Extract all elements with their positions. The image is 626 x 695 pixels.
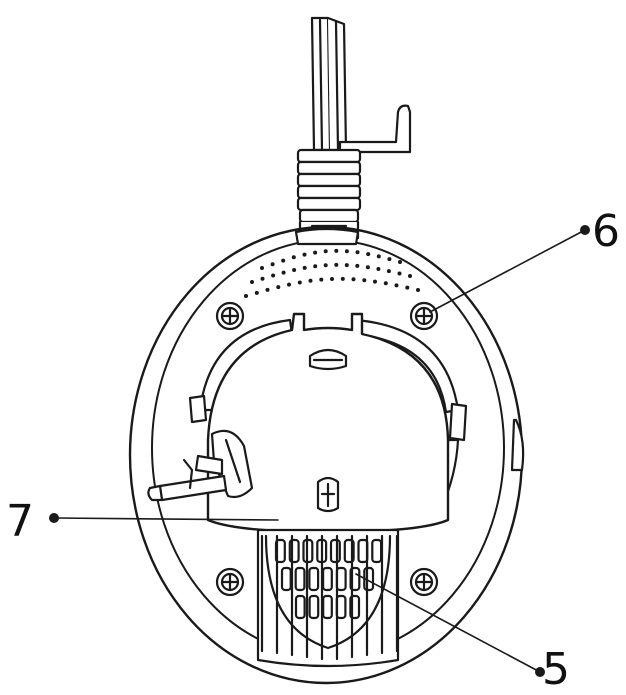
callout-label-7: 7 (6, 496, 34, 547)
screw-top-right (409, 301, 439, 331)
screw-bottom-right (409, 567, 439, 597)
screw-bottom-left (215, 567, 245, 597)
callout-label-6: 6 (592, 206, 620, 257)
vent-holes (244, 248, 420, 298)
bottom-grille (256, 528, 400, 668)
screw-top-left (215, 301, 245, 331)
callout-label-5: 5 (542, 644, 570, 695)
strain-relief (296, 148, 362, 240)
callout-leaders (55, 229, 586, 673)
callout-dots (49, 225, 590, 677)
back-cover (206, 312, 450, 534)
cable (310, 16, 348, 152)
side-connector (147, 429, 254, 502)
hook-wire (338, 104, 412, 154)
